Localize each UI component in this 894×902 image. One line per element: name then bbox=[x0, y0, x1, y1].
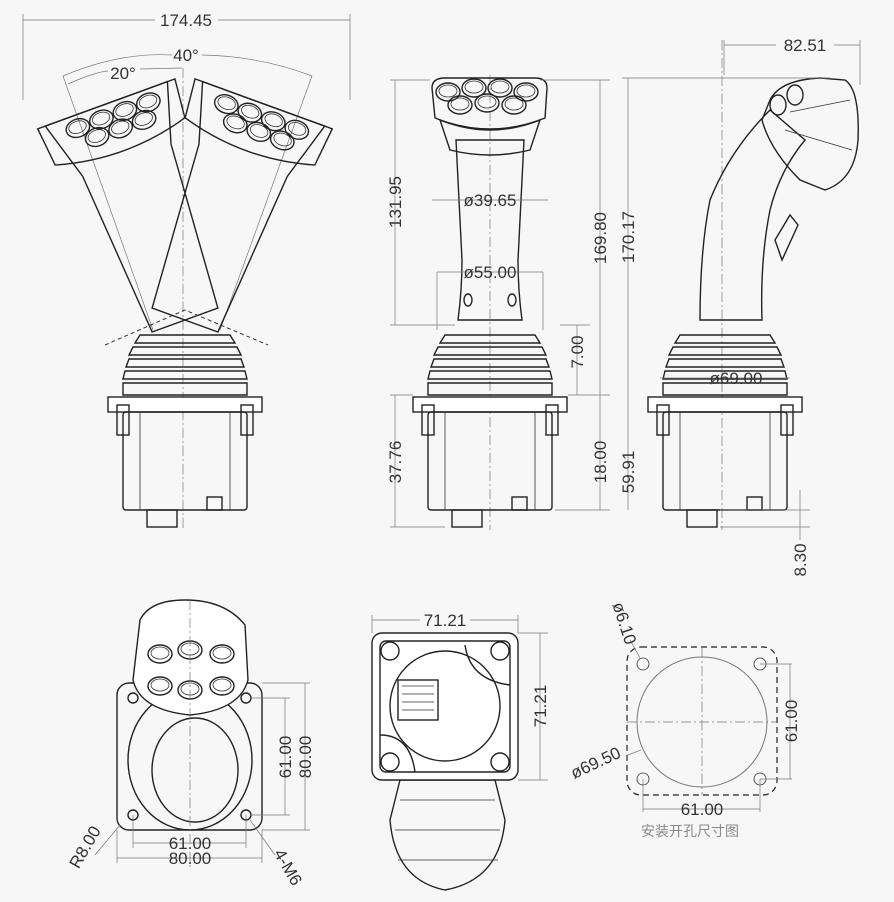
side-base-height-dimension: 59.91 bbox=[619, 451, 638, 494]
cutout-spacing-v: 61.00 bbox=[782, 700, 801, 743]
grip-diameter-dimension: ø39.65 bbox=[464, 191, 517, 210]
side-boot-diameter-dimension: ø69.00 bbox=[710, 369, 763, 388]
angle-20-dimension: 20° bbox=[110, 64, 136, 83]
bottom-width-dimension: 71.21 bbox=[424, 611, 467, 630]
top-flange-v: 80.00 bbox=[296, 736, 315, 779]
top-hole-spacing-v: 61.00 bbox=[276, 736, 295, 779]
cutout-diameter-dimension: ø69.50 bbox=[568, 743, 624, 783]
cutout-spacing-h: 61.00 bbox=[681, 800, 724, 819]
screw-spec-label: 4-M6 bbox=[270, 846, 306, 889]
front-tilt-view: 174.45 40° 20° bbox=[22, 11, 351, 530]
connector-height-dimension: 8.30 bbox=[791, 543, 810, 576]
head-reach-dimension: 82.51 bbox=[784, 36, 827, 55]
front-view: 131.95 169.80 ø39.65 ø55.00 7.00 37.76 1… bbox=[386, 75, 610, 530]
width-dimension: 174.45 bbox=[160, 11, 212, 30]
hole-diameter-dimension: ø6.10 bbox=[608, 600, 640, 647]
grip-height-dimension: 131.95 bbox=[386, 176, 405, 228]
total-height-dimension: 169.80 bbox=[591, 212, 610, 264]
side-view: 82.51 170.17 ø69.00 59.91 8.30 bbox=[619, 36, 861, 577]
cutout-view: 61.00 61.00 安装开孔尺寸图 ø6.10 ø69.50 bbox=[568, 600, 801, 840]
boot-diameter-dimension: ø55.00 bbox=[464, 263, 517, 282]
top-view: 61.00 80.00 61.00 80.00 R8.00 4-M6 bbox=[66, 599, 315, 889]
bottom-view: 71.21 71.21 bbox=[371, 611, 550, 891]
corner-radius-dimension: R8.00 bbox=[66, 823, 105, 872]
top-flange-h: 80.00 bbox=[169, 849, 212, 868]
top-hole-spacing-h: 61.00 bbox=[169, 834, 212, 853]
bottom-height-dimension: 71.21 bbox=[531, 685, 550, 728]
cutout-caption: 安装开孔尺寸图 bbox=[641, 824, 739, 840]
boot-offset-dimension: 7.00 bbox=[568, 335, 587, 368]
angle-40-dimension: 40° bbox=[173, 46, 199, 65]
base-height-dimension: 37.76 bbox=[386, 441, 405, 484]
flange-offset-dimension: 18.00 bbox=[591, 441, 610, 484]
side-total-height-dimension: 170.17 bbox=[619, 211, 638, 263]
